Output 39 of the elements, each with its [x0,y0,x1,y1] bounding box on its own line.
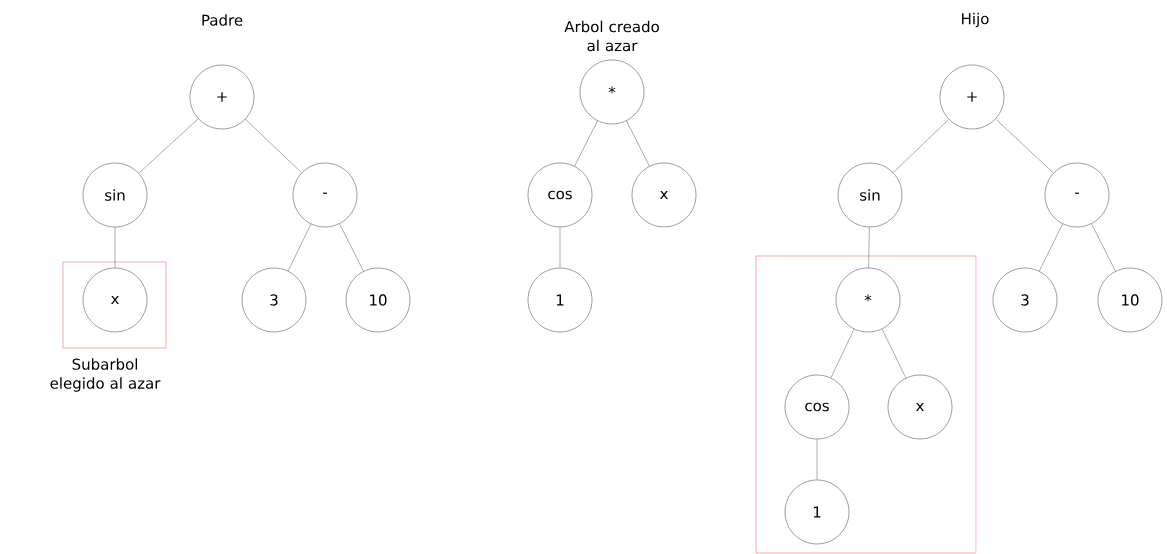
tree-node: cos [784,374,850,440]
tree-edge [626,120,650,167]
tree-node: 10 [345,267,411,333]
tree-edge [881,328,907,379]
tree-node: 3 [992,267,1058,333]
tree-node: 1 [784,479,850,545]
tree-node: x [631,162,697,228]
tree-edge [339,223,364,272]
selection-box [755,255,977,554]
node-label: Subarbol elegido al azar [50,358,161,392]
tree-node: 10 [1097,267,1163,333]
tree-node: + [189,64,255,130]
tree-edge [893,119,949,173]
tree-edge [1091,223,1116,272]
tree-node: x [887,374,953,440]
tree-node: sin [82,162,148,228]
tree-node: 3 [241,267,307,333]
tree-edge [816,439,818,480]
tree-edge [995,118,1054,174]
tree-edge [245,119,302,173]
tree-title: Hijo [962,12,989,28]
tree-node: x [82,267,148,333]
tree-edge [1039,223,1063,272]
tree-node: - [292,162,358,228]
tree-edge [559,227,561,268]
tree-node: * [835,267,901,333]
tree-title: Padre [202,14,243,26]
tree-edge [138,118,199,174]
tree-node: - [1044,162,1110,228]
tree-edge [574,120,598,167]
tree-edge [830,328,855,379]
tree-edge [868,227,870,268]
tree-node: cos [527,162,593,228]
tree-node: 1 [527,267,593,333]
tree-node: * [579,59,645,125]
tree-edge [287,223,312,272]
tree-edge [114,227,116,268]
tree-node: sin [837,162,903,228]
tree-node: + [939,64,1005,130]
